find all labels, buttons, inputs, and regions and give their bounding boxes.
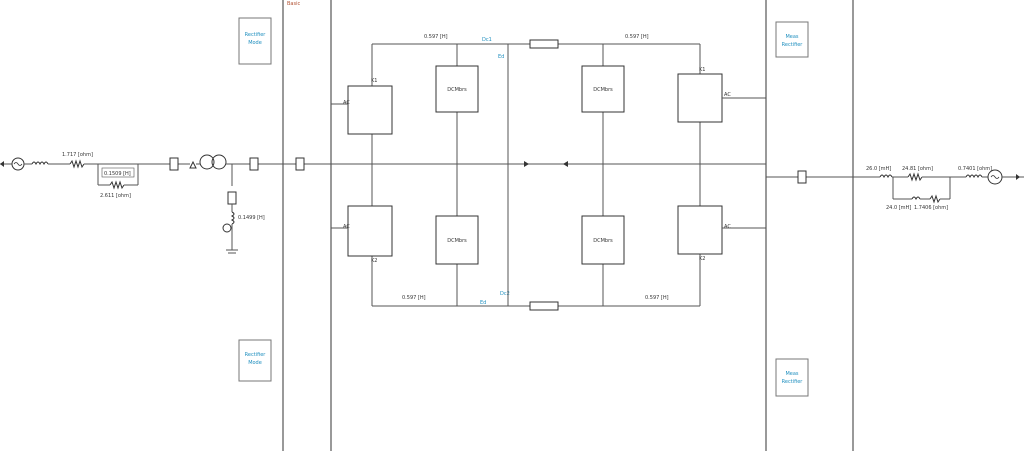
inductor-icon: [31, 161, 49, 166]
dc-module-right-top: [581, 65, 625, 113]
arrow-right-icon: [1016, 174, 1020, 180]
top-label: Basic: [287, 1, 300, 7]
right-impedance-5: 1.7406 [ohm]: [914, 205, 948, 211]
panel-right-top[interactable]: Meas Rectifier: [775, 21, 809, 58]
right-impedance-2: 24.81 [ohm]: [902, 166, 933, 172]
dc-bottom-left-label: 0.597 [H]: [402, 295, 426, 301]
arrow-right-icon: [524, 161, 529, 167]
left-impedance-2: 0.1509 [H]: [104, 171, 131, 177]
dc-module-left-bottom: [435, 215, 479, 265]
resistor-icon: [69, 159, 85, 169]
dc-breaker-icon: [529, 39, 559, 49]
panel-left-bottom[interactable]: Rectifier Mode: [238, 339, 272, 382]
valve-lt-top: K1: [371, 78, 377, 84]
triangle-icon: [189, 160, 197, 169]
panel-right-bottom[interactable]: Meas Rectifier: [775, 358, 809, 397]
panel-left-top[interactable]: Rectifier Mode: [238, 17, 272, 65]
valve-lb-bot: K2: [371, 258, 377, 264]
right-impedance-1: 26.0 [mH]: [866, 166, 891, 172]
dc-module-left-top-label: DCMbrs: [447, 87, 467, 93]
valve-right-top: [677, 73, 723, 123]
left-impedance-3: 2.611 [ohm]: [100, 193, 131, 199]
breaker-icon: [169, 157, 179, 171]
breaker-icon: [797, 170, 807, 184]
dc-module-left-top: [435, 65, 479, 113]
breaker-icon: [227, 191, 237, 205]
resistor-icon: [907, 172, 923, 182]
dc-bottom-right-label: 0.597 [H]: [645, 295, 669, 301]
panel-right-bottom-line2: Rectifier: [782, 379, 804, 385]
ground-branch-label: 0.1499 [H]: [238, 215, 265, 221]
arrow-left-icon: [563, 161, 568, 167]
valve-left-top: [347, 85, 393, 135]
dc-top-right-label: 0.597 [H]: [625, 34, 649, 40]
ground-branch: 0.1499 [H]: [222, 191, 265, 254]
panel-left-bottom-line2: Mode: [248, 360, 262, 366]
panel-left-top-line2: Mode: [248, 40, 262, 46]
valve-right-bottom: [677, 205, 723, 255]
valve-lt-in: AC: [343, 100, 350, 106]
panel-right-bottom-line1: Meas: [785, 371, 798, 377]
breaker-icon: [249, 157, 259, 171]
dc-module-right-bottom-label: DCMbrs: [593, 238, 613, 244]
inductor-icon: [879, 174, 893, 179]
valve-rt-top: K1: [699, 67, 705, 73]
transformer-icon: [196, 154, 283, 186]
right-impedance-3: 0.7401 [ohm]: [958, 166, 992, 172]
dc-breaker-icon: [529, 301, 559, 311]
valve-left-bottom: [347, 205, 393, 257]
valve-rb-out: AC: [724, 224, 731, 230]
dc-grid: 0.597 [H] 0.597 [H] Dc1 Ed 0.597 [H] 0.5…: [331, 34, 766, 311]
valve-lb-in: AC: [343, 224, 350, 230]
dc-module-left-bottom-label: DCMbrs: [447, 238, 467, 244]
dc-node-bottom-b: Ed: [480, 300, 486, 306]
meter-icon: [222, 223, 232, 233]
dc-module-right-top-label: DCMbrs: [593, 87, 613, 93]
arrow-left-icon: [0, 161, 4, 167]
ac-source-left: 1.717 [ohm] 0.1509 [H] 2.611 [ohm]: [0, 152, 197, 199]
dc-node-bottom-a: Dc2: [500, 291, 510, 297]
panel-right-top-line1: Meas: [785, 34, 798, 40]
valve-rb-bot: K2: [699, 256, 705, 262]
dc-module-right-bottom: [581, 215, 625, 265]
ac-source-right: 26.0 [mH] 24.81 [ohm] 0.7401 [ohm] 24.0 …: [766, 166, 1024, 211]
inductor-icon: [965, 174, 983, 179]
valve-rt-out: AC: [724, 92, 731, 98]
panel-left-top-line1: Rectifier: [245, 32, 267, 38]
panel-left-bottom-line1: Rectifier: [245, 352, 267, 358]
dc-node-top-b: Ed: [498, 54, 504, 60]
dc-top-left-label: 0.597 [H]: [424, 34, 448, 40]
breaker-icon: [295, 157, 305, 171]
right-impedance-4: 24.0 [mH]: [886, 205, 911, 211]
dc-node-top-a: Dc1: [482, 37, 492, 43]
panel-right-top-line2: Rectifier: [782, 42, 804, 48]
left-impedance-1: 1.717 [ohm]: [62, 152, 93, 158]
